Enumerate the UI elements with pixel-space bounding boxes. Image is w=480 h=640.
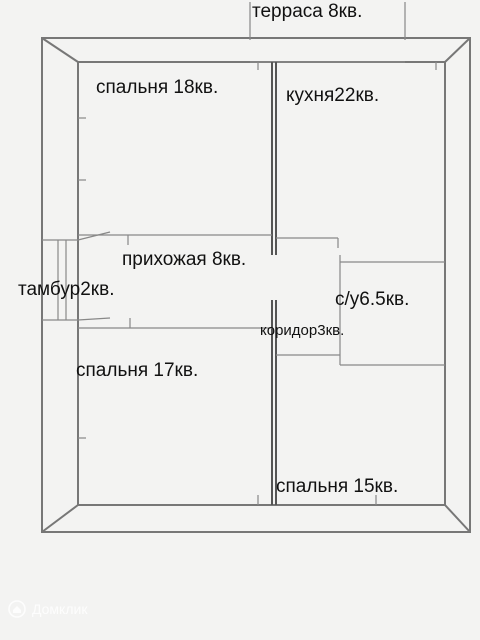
watermark: Домклик xyxy=(8,600,87,618)
watermark-brand: Домклик xyxy=(32,601,88,617)
room-label-terrace: терраса 8кв. xyxy=(252,1,363,22)
house-logo-icon xyxy=(8,600,26,618)
room-label-bathroom: с/у6.5кв. xyxy=(335,289,410,310)
partition-kitchen-bottom xyxy=(276,237,339,248)
vestibule-outline xyxy=(42,231,111,321)
room-label-corridor: коридор3кв. xyxy=(260,322,345,339)
partition-bedroom-top xyxy=(78,234,272,329)
room-label-bedroom-right: спальня 15кв. xyxy=(276,476,399,497)
room-label-hallway: прихожая 8кв. xyxy=(122,249,247,270)
center-wall xyxy=(271,62,277,505)
room-label-vestibule: тамбур2кв. xyxy=(18,279,115,300)
room-label-bedroom-top: спальня 18кв. xyxy=(96,77,219,98)
room-label-kitchen: кухня22кв. xyxy=(286,85,380,106)
wall-ticks xyxy=(78,62,437,505)
room-label-bedroom-left: спальня 17кв. xyxy=(76,360,199,381)
bathroom-outline xyxy=(339,255,445,366)
